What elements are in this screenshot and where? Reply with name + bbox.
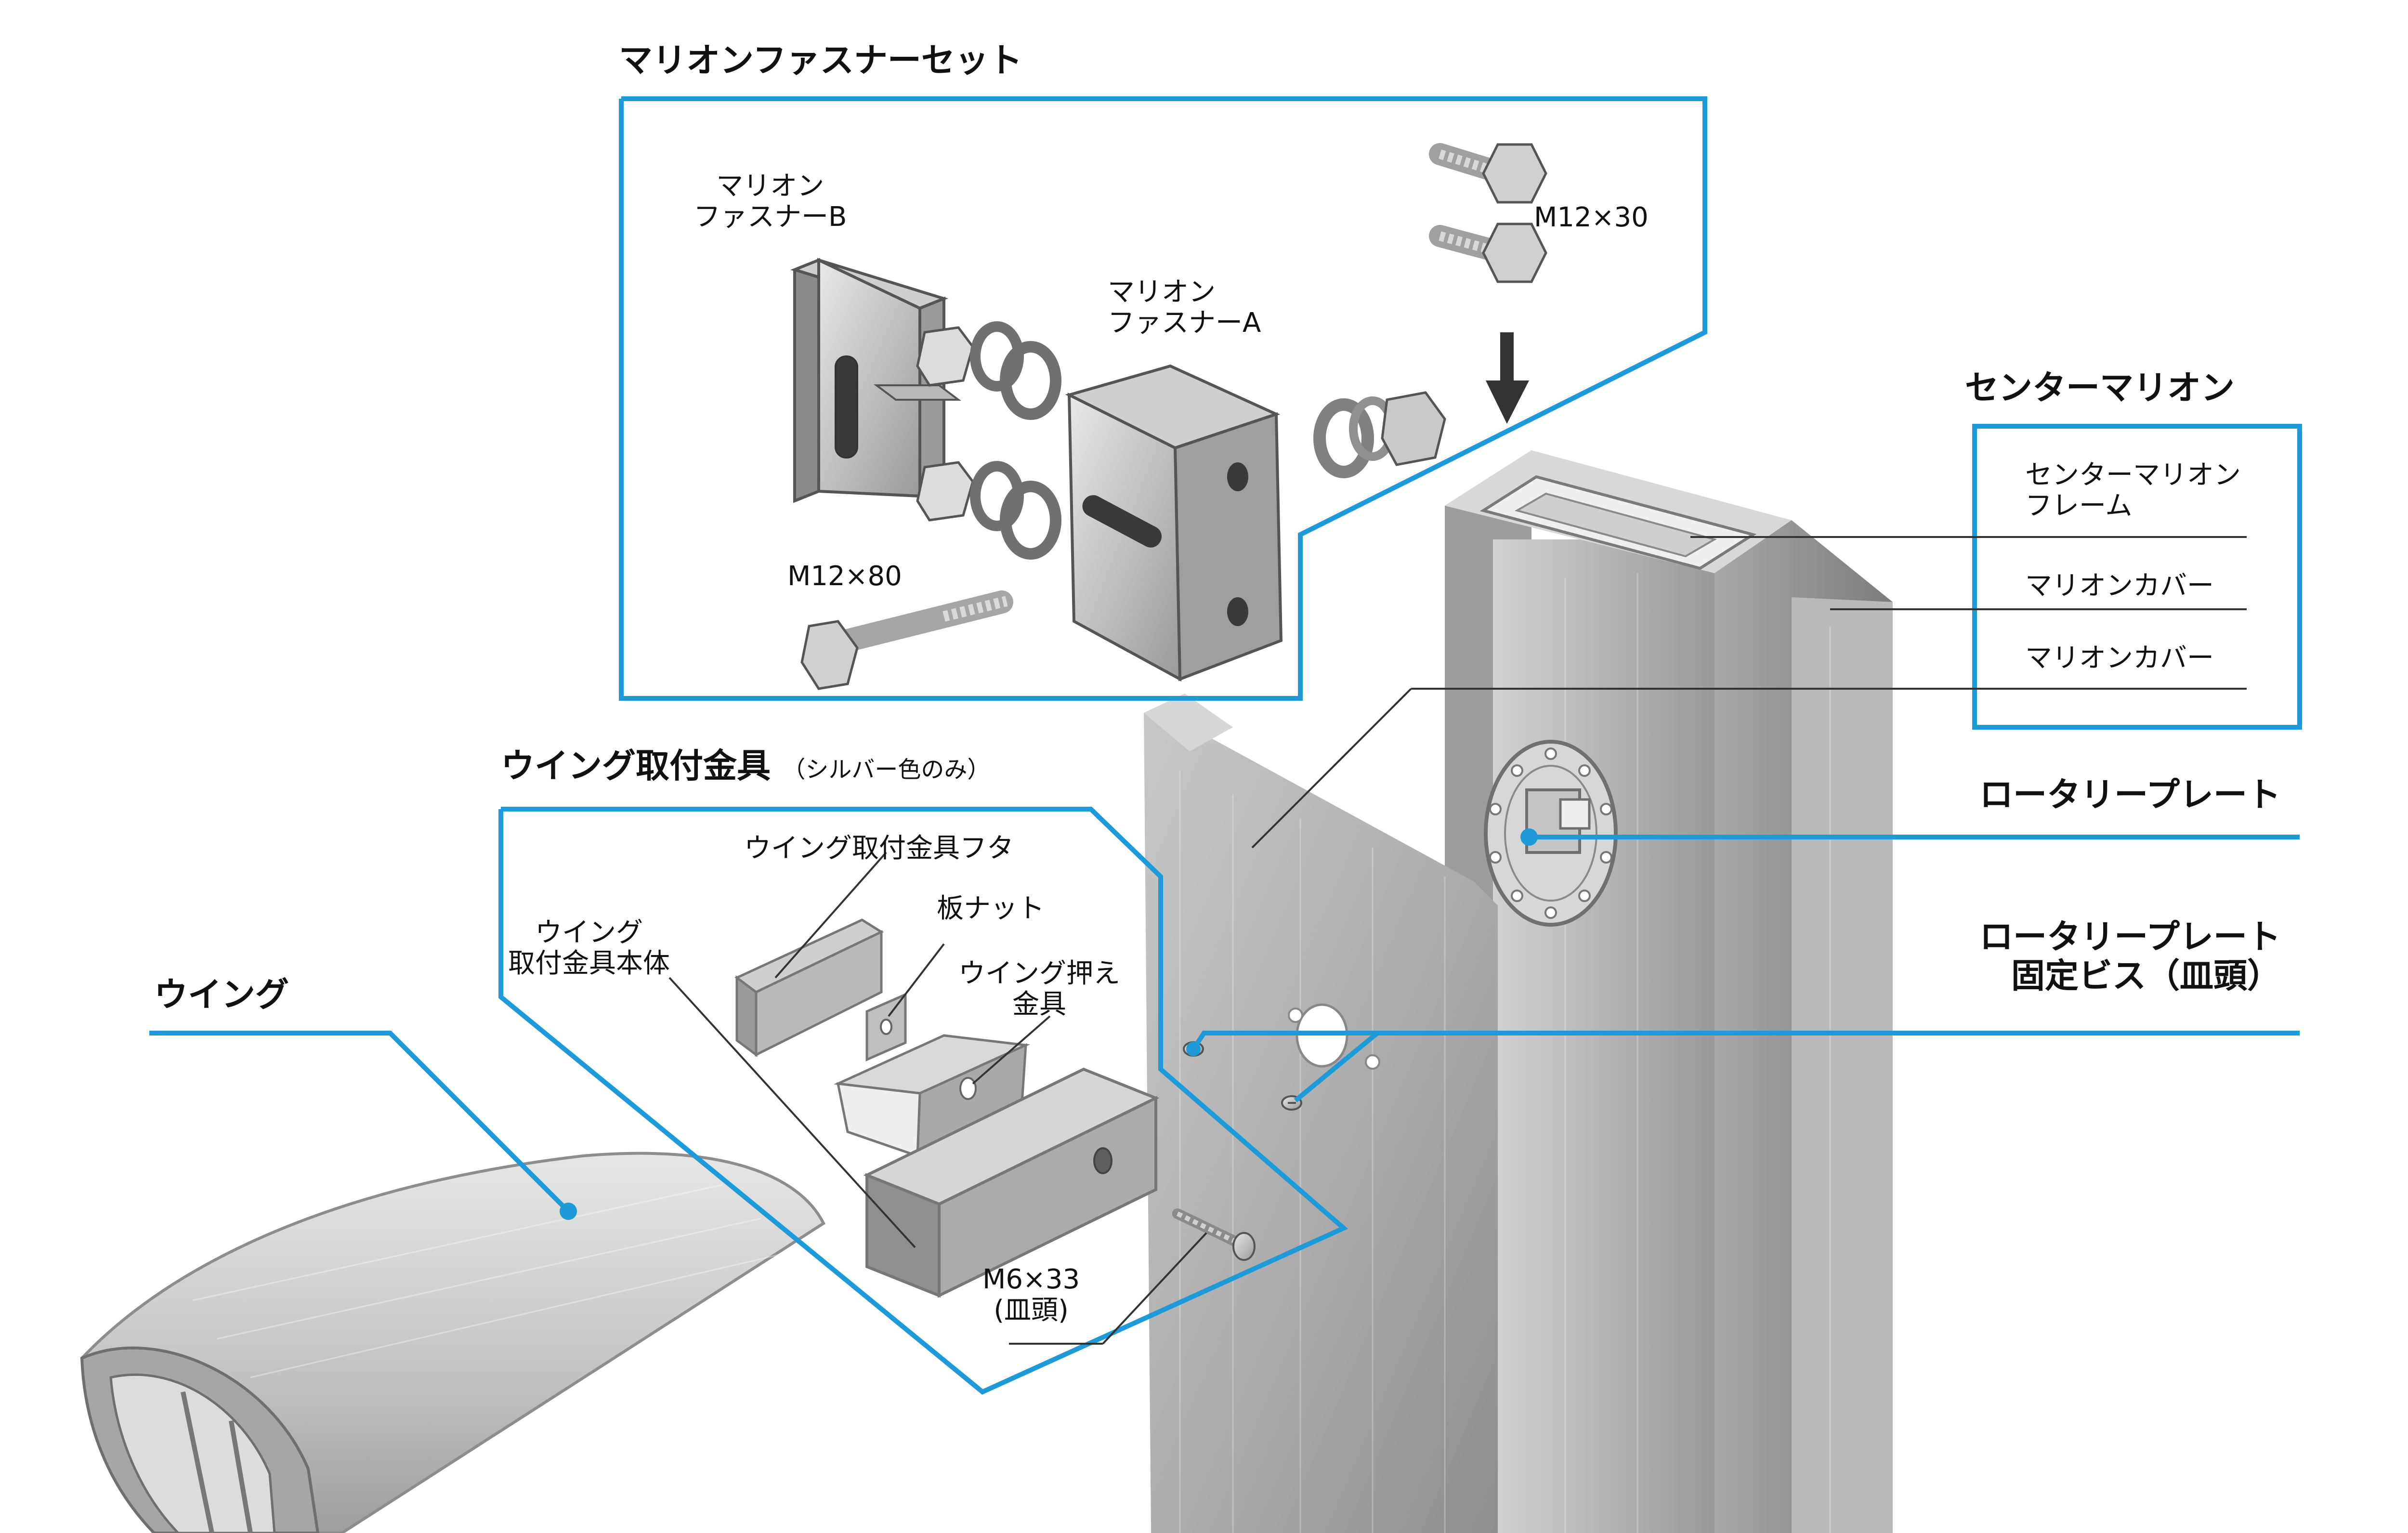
label-bracket-body-line1: ウイング (535, 917, 643, 948)
wing-bracket-lid (734, 918, 884, 1057)
label-wing-press-line2: 金具 (1012, 989, 1066, 1021)
label-bolt-m12x80: M12×80 (787, 561, 902, 592)
wing-bracket-frame (498, 807, 1348, 1395)
label-mullion-cover-2: マリオンカバー (2025, 642, 2214, 674)
mullion-fastener-b (790, 258, 961, 503)
heading-rotary-screw: ロータリープレート 固定ビス（皿頭） (1979, 917, 2281, 995)
label-fastener-b-line1: マリオン (716, 170, 824, 202)
leader-lines (668, 536, 2247, 1345)
wing-leader (149, 1031, 570, 1213)
cover-hole (1288, 1008, 1303, 1023)
bolt-m12x30 (1429, 143, 1547, 204)
label-bracket-body-line2: 取付金具本体 (508, 948, 670, 980)
label-bracket-body: ウイング 取付金具本体 (508, 917, 670, 980)
brush-lines (1179, 573, 1831, 1533)
wing-bracket-body (863, 1067, 1160, 1298)
heading-wing-bracket-text: ウイング取付金具 (501, 746, 771, 786)
label-fastener-a: マリオン ファスナーA (1108, 276, 1261, 339)
rotary-plate (1484, 740, 1618, 927)
heading-wing-bracket: ウイング取付金具 （シルバー色のみ） (501, 747, 990, 786)
label-wing-press: ウイング押え 金具 (958, 958, 1120, 1021)
heading-rotary-screw-line2: 固定ビス（皿頭） (2011, 956, 2281, 996)
label-plate-nut: 板ナット (937, 893, 1045, 924)
heading-rotary-plate: ロータリープレート (1979, 775, 2281, 814)
mullion-cover-left (1144, 708, 1498, 1533)
label-wing-press-line1: ウイング押え (958, 958, 1120, 989)
bolt-m12x30 (1429, 223, 1547, 283)
fastener-set-frame (619, 96, 1707, 701)
washer-nut-right (1313, 391, 1446, 478)
mullion-channel-inner (1514, 492, 1717, 558)
label-mullion-cover-1: マリオンカバー (2025, 570, 2214, 602)
center-mullion-frame (1972, 424, 2302, 730)
cover-hole (1365, 1054, 1380, 1070)
bolt-m12x80 (800, 590, 1013, 690)
label-m6-screw-line2: (皿頭) (994, 1295, 1069, 1326)
plate-nut (865, 993, 907, 1061)
heading-wing-bracket-note: （シルバー色のみ） (782, 756, 991, 783)
heading-rotary-screw-line1: ロータリープレート (1979, 917, 2281, 956)
mullion-cover-right-face (1792, 597, 1893, 1533)
mullion-cover-left-edge (1144, 694, 1233, 751)
down-arrow-icon (1486, 332, 1529, 424)
label-bracket-lid: ウイング取付金具フタ (744, 833, 1014, 864)
label-m6-screw-line1: M6×33 (982, 1264, 1080, 1295)
mullion-fastener-a (1065, 364, 1283, 682)
label-bolt-m12x30: M12×30 (1534, 202, 1649, 233)
wing-leader-dot (560, 1203, 577, 1220)
label-mullion-frame-line1: センターマリオン (2025, 459, 2241, 491)
label-fastener-b-line2: ファスナーB (694, 201, 847, 233)
label-fastener-a-line1: マリオン (1108, 276, 1216, 308)
rotary-plate-leader-dot (1520, 828, 1538, 846)
label-m6-screw: M6×33 (皿頭) (982, 1264, 1080, 1326)
hex-nut (916, 326, 974, 522)
label-fastener-a-line2: ファスナーA (1108, 307, 1261, 339)
heading-fastener-set: マリオンファスナーセット (619, 40, 1022, 80)
label-mullion-frame: センターマリオン フレーム (2025, 459, 2241, 522)
label-fastener-b: マリオン ファスナーB (694, 170, 847, 233)
rotary-screw-leader-2 (1294, 1031, 1379, 1102)
heading-wing: ウイング (154, 975, 289, 1014)
heading-center-mullion: センターマリオン (1965, 368, 2235, 407)
rotary-screw-dot (1186, 1042, 1201, 1056)
m6-screw (1172, 1208, 1256, 1261)
wing (80, 1152, 825, 1533)
washer (970, 321, 1061, 560)
label-mullion-frame-line2: フレーム (2025, 490, 2133, 522)
